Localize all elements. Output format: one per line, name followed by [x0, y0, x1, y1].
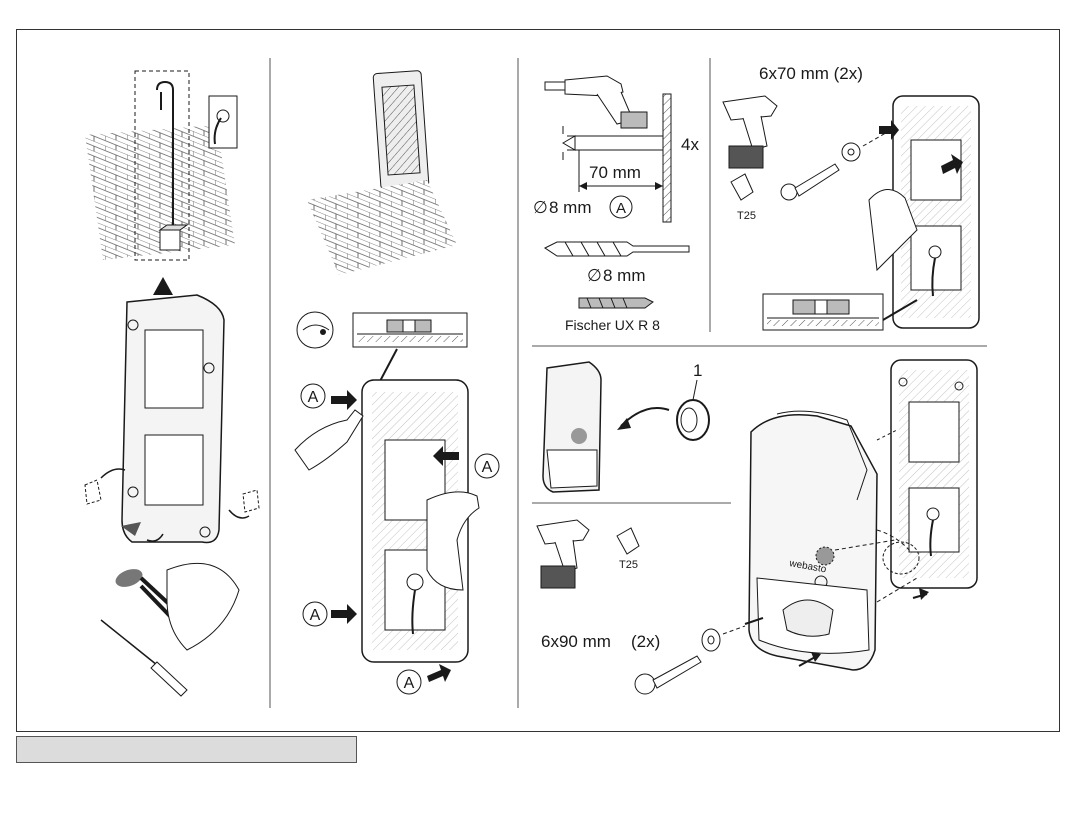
anchor-name-label: Fischer UX R 8: [565, 317, 660, 333]
hole-diameter-label: ∅ 8 mm A: [533, 196, 632, 218]
mounted-base-plate-3: [891, 360, 977, 588]
panel-2: A A A A: [295, 70, 499, 694]
spirit-level-icon: [353, 313, 467, 347]
washer-icon: [842, 143, 860, 161]
torx-bit-icon: T25: [731, 174, 756, 222]
svg-text:A: A: [310, 607, 321, 624]
caption-bar: [16, 736, 357, 763]
screw-icon-2: [635, 656, 701, 694]
depth-count-label: 4x: [681, 135, 699, 154]
brick-wall-2: [307, 180, 457, 275]
washer-icon-2: [702, 629, 720, 651]
screw-top-label: 6x70 mm (2x): [759, 64, 863, 83]
wall-section: [663, 94, 671, 222]
cordless-drill-icon: [723, 96, 777, 168]
instruction-sheet: A A A A: [16, 29, 1060, 732]
base-plate: [122, 295, 224, 543]
svg-text:∅: ∅: [587, 266, 602, 285]
torx-bit-icon-2: T25: [617, 528, 639, 571]
pliers-icon: [113, 563, 239, 650]
panel-5: 1: [543, 361, 709, 492]
cordless-drill-icon-2: [537, 520, 589, 588]
marker-a-1: A: [301, 384, 357, 410]
hole-depth-label: 70 mm: [589, 163, 641, 182]
drill-bit-icon: [545, 242, 689, 256]
charger-housing-small: [543, 362, 601, 492]
base-plate-small: [373, 70, 429, 189]
svg-text:T25: T25: [737, 210, 756, 222]
drill-icon: [545, 76, 647, 128]
screw-bottom-count-label: (2x): [631, 632, 660, 651]
svg-text:T25: T25: [619, 559, 638, 571]
marker-a-4: A: [397, 664, 451, 694]
wall-anchor-icon: [579, 298, 653, 308]
wall-socket-icon: [209, 96, 237, 148]
seal-ring-icon: [677, 400, 709, 440]
screw-icon: [781, 164, 839, 200]
screw-bottom-label: 6x90 mm: [541, 632, 611, 651]
spirit-level-icon-2: [763, 294, 883, 330]
bit-diameter-label: ∅ 8 mm: [587, 266, 646, 285]
svg-text:8 mm: 8 mm: [549, 198, 592, 217]
part-1-label: 1: [693, 361, 702, 380]
charger-housing: webasto: [749, 411, 877, 670]
panel-3: 4x 70 mm ∅ 8 mm A ∅ 8 mm Fischer UX R 8: [533, 76, 699, 333]
svg-text:A: A: [308, 389, 319, 406]
svg-text:∅: ∅: [533, 198, 548, 217]
svg-text:A: A: [616, 200, 626, 217]
svg-text:8 mm: 8 mm: [603, 266, 646, 285]
eye-icon: [297, 312, 333, 348]
panel-1: [85, 71, 259, 696]
panel-6: T25 6x90 mm (2x) webasto: [537, 360, 977, 694]
panel-4: 6x70 mm (2x) T25: [723, 64, 979, 330]
hand-right: [427, 492, 479, 590]
hand-left: [295, 410, 363, 470]
instruction-diagram: A A A A: [17, 30, 1061, 733]
svg-text:A: A: [482, 459, 493, 476]
marker-a-3: A: [303, 602, 357, 626]
svg-text:A: A: [404, 675, 415, 692]
